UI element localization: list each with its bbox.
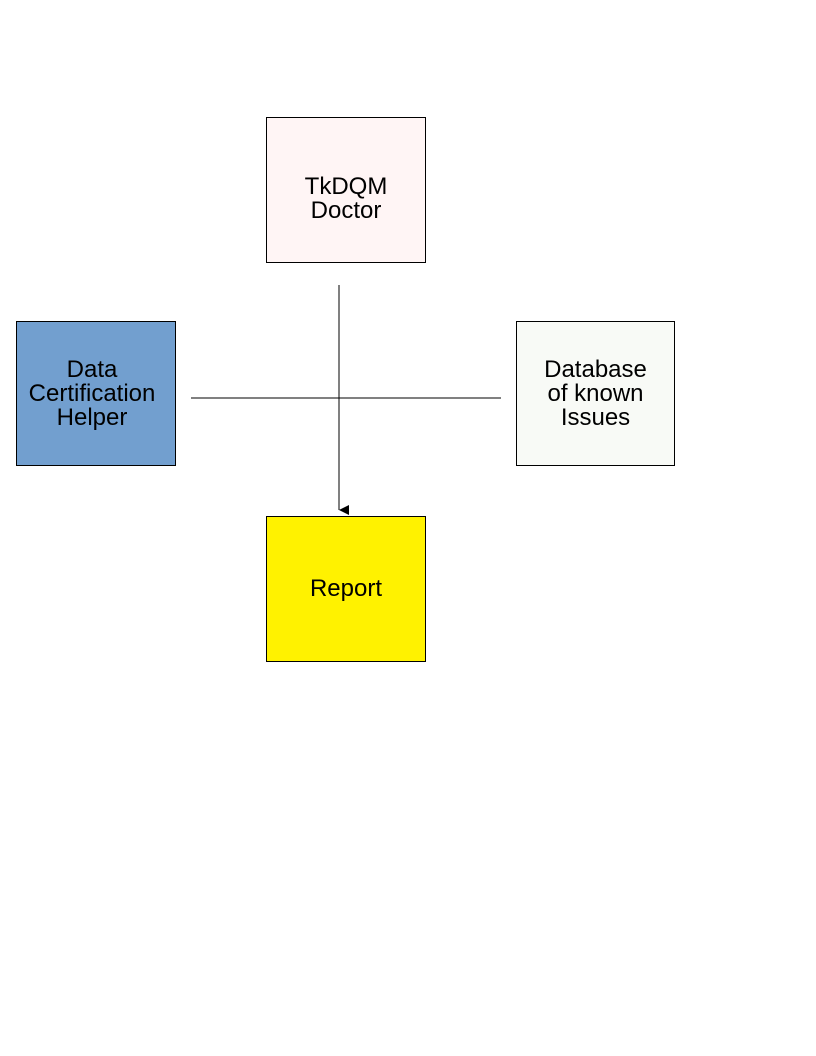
data-certification-helper-node: Data Certification Helper <box>16 321 176 466</box>
tkdqm-doctor-node: TkDQM Doctor <box>266 117 426 263</box>
data-certification-helper-label: Data Certification Helper <box>28 355 156 431</box>
tkdqm-doctor-label: TkDQM Doctor <box>304 173 388 224</box>
report-node: Report <box>266 516 426 662</box>
database-of-known-issues-label: Database of known Issues <box>544 355 647 431</box>
report-label: Report <box>309 575 383 602</box>
database-of-known-issues-node: Database of known Issues <box>516 321 675 466</box>
